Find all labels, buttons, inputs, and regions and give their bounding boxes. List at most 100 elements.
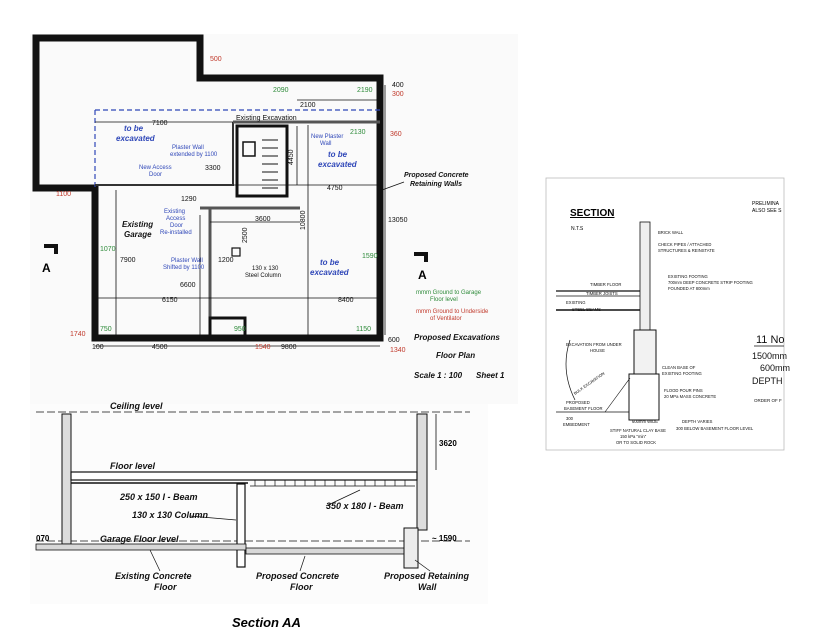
- svg-text:4500: 4500: [152, 344, 168, 351]
- svg-text:New Plaster: New Plaster: [311, 134, 343, 140]
- svg-text:Garage Floor level: Garage Floor level: [100, 534, 179, 544]
- svg-text:4450: 4450: [288, 149, 295, 165]
- plan-legend: mmm Ground to Garage Floor level mmm Gro…: [416, 290, 489, 322]
- svg-text:Retaining Walls: Retaining Walls: [410, 181, 462, 188]
- plan-outer-walls: [32, 34, 384, 342]
- detail-notes: BRICK WALL CHECK PIPES / ATTACHED STRUCT…: [563, 230, 754, 445]
- svg-text:Proposed Retaining: Proposed Retaining: [384, 571, 470, 581]
- svg-text:Steel Column: Steel Column: [245, 273, 281, 279]
- existing-concrete-floor: [35, 543, 247, 551]
- svg-text:150 kPa "min": 150 kPa "min": [620, 434, 647, 439]
- svg-text:300 BELOW BASEMENT FLOOR LEVEL: 300 BELOW BASEMENT FLOOR LEVEL: [676, 426, 754, 431]
- svg-text:to be: to be: [328, 150, 348, 159]
- svg-text:8400: 8400: [338, 297, 354, 304]
- proposed-retaining-wall: [403, 527, 419, 569]
- svg-text:FOUNDED AT 800mm: FOUNDED AT 800mm: [668, 286, 710, 291]
- red-dimensions: 500 300 360 1100 1740 1540 1340: [56, 56, 406, 354]
- svg-text:350 x 180 I - Beam: 350 x 180 I - Beam: [326, 501, 404, 511]
- svg-text:TIMBER JOISTS: TIMBER JOISTS: [586, 291, 618, 296]
- detail-flood-pour-pier: [628, 373, 660, 421]
- svg-text:of Ventilator: of Ventilator: [430, 316, 462, 322]
- svg-text:mmm Ground to Garage: mmm Ground to Garage: [416, 290, 482, 296]
- floor-slab: [70, 471, 418, 481]
- svg-text:Floor level: Floor level: [430, 297, 458, 303]
- steel-column-marker: [231, 247, 241, 257]
- svg-text:300: 300: [392, 91, 404, 98]
- proposed-concrete-floor: [245, 547, 407, 555]
- svg-text:Floor: Floor: [290, 582, 313, 592]
- svg-text:CLEAN BASE OF: CLEAN BASE OF: [662, 365, 696, 370]
- section-marker-right: [414, 252, 428, 262]
- dimension-lines: [95, 85, 386, 347]
- detail-brick-wall: [639, 221, 651, 331]
- svg-text:PROPOSED: PROPOSED: [566, 400, 590, 405]
- svg-text:7900: 7900: [120, 257, 136, 264]
- svg-text:Proposed Concrete: Proposed Concrete: [404, 172, 469, 179]
- svg-text:Shifted by 1100: Shifted by 1100: [163, 265, 205, 271]
- svg-text:400: 400: [392, 82, 404, 89]
- svg-text:excavated: excavated: [318, 160, 358, 169]
- svg-text:Ceiling level: Ceiling level: [110, 401, 163, 411]
- svg-text:EMBEDMENT: EMBEDMENT: [563, 422, 590, 427]
- svg-text:500: 500: [210, 56, 222, 63]
- svg-text:Floor level: Floor level: [110, 461, 156, 471]
- existing-garage-label: Existing Garage: [122, 220, 153, 239]
- svg-text:9800: 9800: [281, 344, 297, 351]
- svg-text:Scale 1 : 100: Scale 1 : 100: [414, 371, 463, 380]
- svg-text:600mm WIDE: 600mm WIDE: [632, 419, 658, 424]
- svg-text:excavated: excavated: [310, 268, 350, 277]
- svg-text:extended by 1100: extended by 1100: [170, 152, 218, 158]
- detail-nts: N.T.S: [571, 226, 584, 232]
- svg-text:EXISTING: EXISTING: [566, 300, 586, 305]
- svg-text:New Access: New Access: [139, 165, 172, 171]
- stair-treads: [262, 139, 278, 189]
- to-be-excavated-labels: to be excavated to be excavated to be ex…: [116, 124, 358, 277]
- svg-text:1340: 1340: [390, 347, 406, 354]
- svg-text:Plaster Wall: Plaster Wall: [171, 258, 203, 264]
- svg-text:11 No: 11 No: [756, 334, 785, 346]
- svg-text:600: 600: [388, 337, 400, 344]
- svg-text:Proposed Excavations: Proposed Excavations: [414, 333, 500, 342]
- svg-text:13050: 13050: [388, 217, 408, 224]
- svg-text:1590: 1590: [362, 253, 378, 260]
- svg-text:Door: Door: [149, 172, 162, 178]
- svg-text:Existing Concrete: Existing Concrete: [115, 571, 192, 581]
- svg-text:ORDER OF F: ORDER OF F: [754, 398, 782, 403]
- left-brick-wall: [61, 413, 72, 545]
- svg-text:700mm DEEP CONCRETE STRIP FOOT: 700mm DEEP CONCRETE STRIP FOOTING: [668, 280, 753, 285]
- svg-text:20 MPa MASS CONCRETE: 20 MPa MASS CONCRETE: [664, 394, 716, 399]
- svg-text:Garage: Garage: [124, 230, 152, 239]
- svg-text:excavated: excavated: [116, 134, 156, 143]
- svg-text:130 x 130 Column: 130 x 130 Column: [132, 510, 209, 520]
- svg-text:6600: 6600: [180, 282, 196, 289]
- svg-text:6150: 6150: [162, 297, 178, 304]
- svg-text:CHECK PIPES / ATTACHED: CHECK PIPES / ATTACHED: [658, 242, 711, 247]
- svg-text:600mm: 600mm: [760, 363, 790, 373]
- detail-title: SECTION: [570, 208, 614, 219]
- svg-text:100: 100: [92, 344, 104, 351]
- svg-text:950: 950: [234, 326, 246, 333]
- svg-text:to be: to be: [124, 124, 144, 133]
- svg-text:1540: 1540: [255, 344, 271, 351]
- retaining-walls-label: Proposed Concrete Retaining Walls: [404, 172, 469, 188]
- svg-text:Floor Plan: Floor Plan: [436, 351, 475, 360]
- section-label-right: A: [418, 268, 427, 282]
- svg-text:Proposed Concrete: Proposed Concrete: [256, 571, 339, 581]
- svg-text:1500mm: 1500mm: [752, 351, 787, 361]
- svg-text:HOUSE: HOUSE: [590, 348, 605, 353]
- plan-title-block: Proposed Excavations Floor Plan Scale 1 …: [414, 333, 505, 380]
- existing-excavation-label: Existing Excavation: [236, 115, 297, 122]
- section-aa-caption: Section AA: [232, 615, 301, 630]
- svg-text:mmm Ground to Underside: mmm Ground to Underside: [416, 309, 489, 315]
- svg-text:STEEL BEAMS: STEEL BEAMS: [572, 307, 601, 312]
- dim-1590: ~ 1590: [432, 534, 457, 543]
- svg-text:BRICK WALL: BRICK WALL: [658, 230, 684, 235]
- leader-lines: [149, 489, 431, 572]
- steel-column-label: 130 x 130 Steel Column: [245, 266, 281, 279]
- svg-text:1740: 1740: [70, 331, 86, 338]
- right-brick-wall: [416, 413, 428, 531]
- svg-text:Existing: Existing: [122, 220, 153, 229]
- svg-text:1100: 1100: [56, 191, 71, 198]
- section-paper: [30, 404, 488, 604]
- svg-text:Sheet 1: Sheet 1: [476, 371, 505, 380]
